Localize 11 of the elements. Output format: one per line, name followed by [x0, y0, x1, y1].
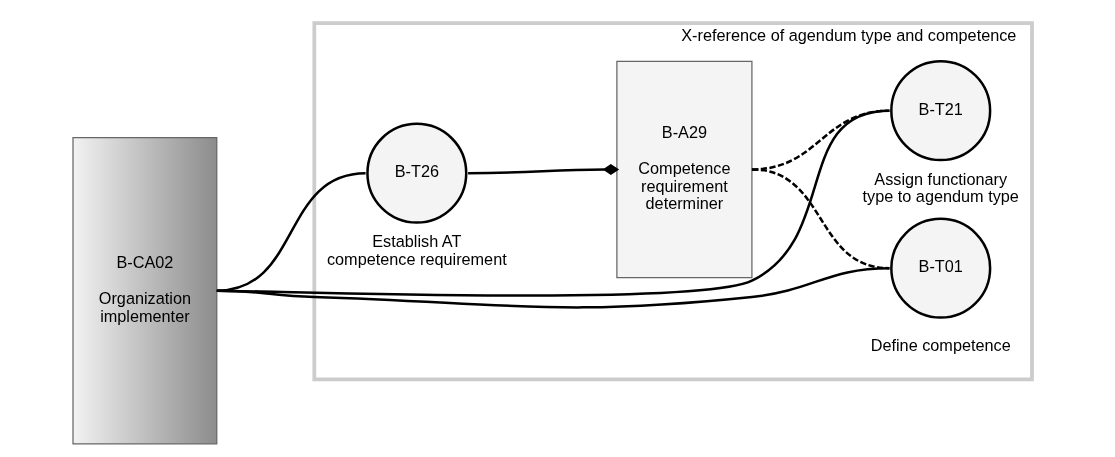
node-box: B-A29 Competence requirement determiner [616, 60, 753, 279]
connector [216, 266, 890, 309]
connector [468, 163, 620, 175]
node-label: Establish AT competence requirement [326, 232, 507, 268]
connector [751, 168, 890, 270]
node-label: Define competence [870, 336, 1011, 355]
node-circle: B-T21 [890, 60, 992, 162]
node-box: B-CA02 Organization implementer [72, 136, 218, 445]
node-circle: B-T26 [366, 122, 468, 224]
node-circle: B-T01 [890, 217, 992, 319]
node-label: Assign functionary type to agendum type [862, 169, 1019, 206]
